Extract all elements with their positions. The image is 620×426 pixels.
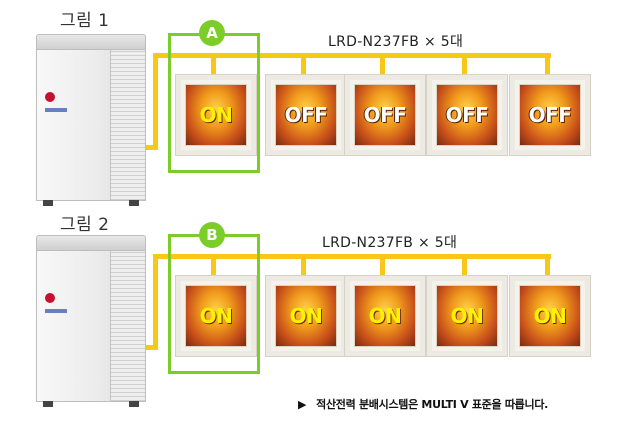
indoor-unit-4: ON	[427, 276, 507, 356]
wire-drop	[301, 254, 306, 276]
indoor-unit-5: OFF	[510, 75, 590, 155]
figure-2-label: 그림 2	[60, 215, 110, 235]
fan-grill	[110, 50, 145, 200]
footnote: ▶ 적산전력 분배시스템은 MULTI V 표준을 따릅니다.	[298, 396, 548, 412]
figure-2-model-label: LRD-N237FB × 5대	[322, 235, 458, 251]
indoor-unit-2: OFF	[266, 75, 346, 155]
unit-state: ON	[199, 304, 233, 328]
wire-segment	[146, 345, 158, 350]
unit-state: ON	[450, 304, 484, 328]
wire-segment	[153, 53, 158, 150]
indoor-unit-3: OFF	[345, 75, 425, 155]
fan-grill	[110, 251, 145, 401]
unit-state: OFF	[363, 103, 407, 127]
unit-state: OFF	[445, 103, 489, 127]
indoor-unit-2: ON	[266, 276, 346, 356]
wire-drop	[462, 254, 467, 276]
brand-logo-icon	[45, 92, 55, 102]
brand-mark	[45, 108, 67, 112]
outdoor-unit-2	[36, 235, 146, 407]
wire-segment	[146, 145, 158, 150]
brand-logo-icon	[45, 293, 55, 303]
figure-1-label: 그림 1	[60, 11, 110, 31]
unit-state: ON	[289, 304, 323, 328]
wire-drop	[545, 53, 550, 75]
badge-b: B	[199, 222, 225, 248]
unit-state: ON	[199, 103, 233, 127]
wire-drop	[380, 53, 385, 75]
outdoor-unit-1	[36, 34, 146, 206]
unit-state: ON	[368, 304, 402, 328]
wire-drop	[301, 53, 306, 75]
indoor-unit-4: OFF	[427, 75, 507, 155]
wire-drop	[211, 53, 216, 75]
triangle-bullet-icon: ▶	[298, 398, 307, 411]
wire-drop	[545, 254, 550, 276]
wire-bus	[153, 254, 551, 259]
highlight-box-b	[168, 234, 260, 374]
wire-drop	[380, 254, 385, 276]
wire-drop	[462, 53, 467, 75]
badge-a: A	[199, 20, 225, 46]
footnote-text: 적산전력 분배시스템은 MULTI V 표준을 따릅니다.	[316, 398, 549, 411]
figure-1-model-label: LRD-N237FB × 5대	[328, 34, 464, 50]
unit-state: OFF	[284, 103, 328, 127]
brand-mark	[45, 309, 67, 313]
indoor-unit-1: ON	[176, 75, 256, 155]
wire-drop	[211, 254, 216, 276]
indoor-unit-1: ON	[176, 276, 256, 356]
indoor-unit-5: ON	[510, 276, 590, 356]
wire-bus	[153, 53, 551, 58]
unit-state: OFF	[528, 103, 572, 127]
wire-segment	[153, 254, 158, 350]
unit-state: ON	[533, 304, 567, 328]
highlight-box-a	[168, 33, 260, 173]
indoor-unit-3: ON	[345, 276, 425, 356]
